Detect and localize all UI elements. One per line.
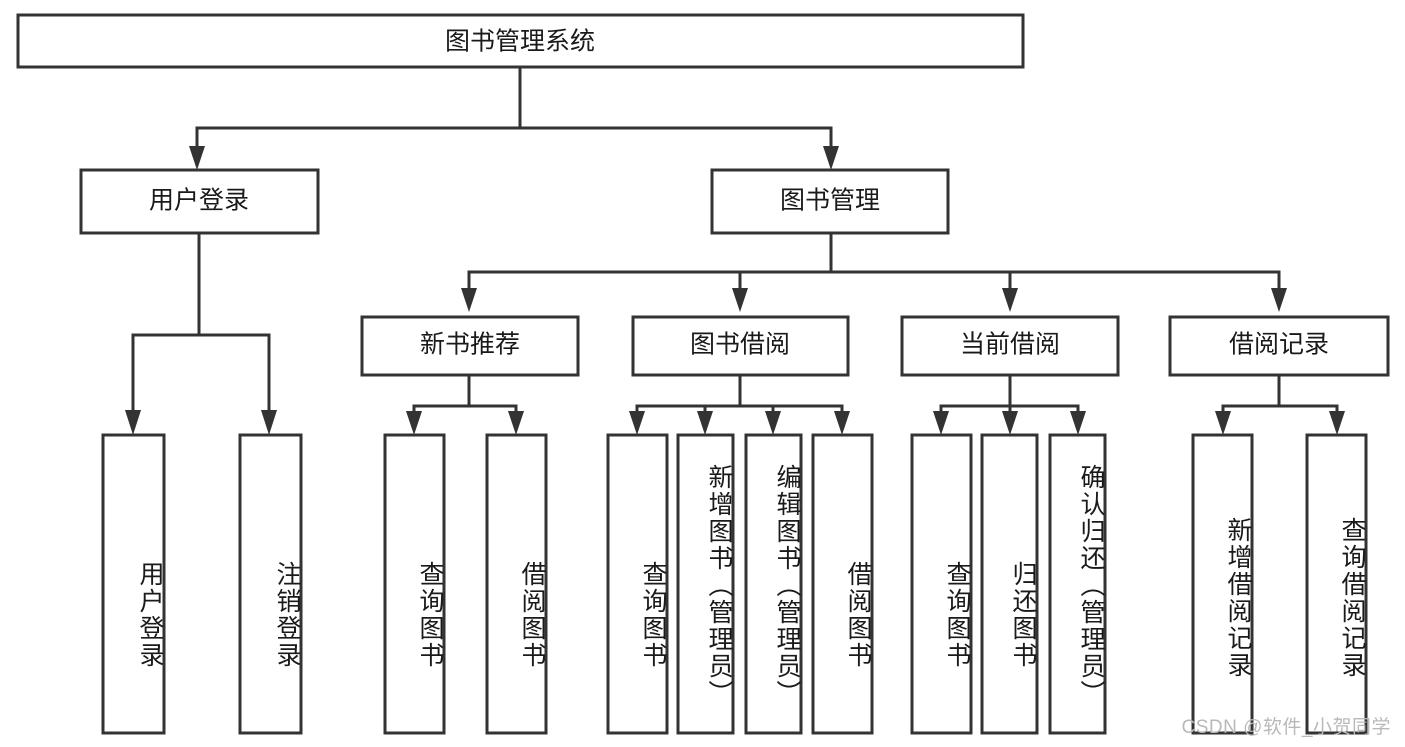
node-book-manage[interactable]: 图书管理 bbox=[710, 168, 950, 235]
node-user-login-label: 用户登录 bbox=[149, 187, 249, 215]
node-leaf-query-book-2-box[interactable] bbox=[606, 433, 669, 735]
node-leaf-borrow-book-1-box[interactable] bbox=[485, 433, 548, 735]
arrow-head-borrow-record bbox=[1271, 288, 1287, 312]
connector-group-new-book-rec-leaves bbox=[406, 373, 524, 435]
arrow-head-leaf-return-book bbox=[1002, 411, 1018, 435]
node-book-borrow[interactable]: 图书借阅 bbox=[631, 315, 850, 377]
node-current-borrow-label: 当前借阅 bbox=[960, 331, 1060, 359]
node-leaf-return-book-box[interactable] bbox=[980, 433, 1039, 735]
node-borrow-record-label: 借阅记录 bbox=[1229, 331, 1329, 359]
node-book-manage-box[interactable] bbox=[710, 168, 950, 235]
node-leaf-borrow-book-2-box[interactable] bbox=[811, 433, 874, 735]
node-root-label: 图书管理系统 bbox=[445, 28, 595, 56]
node-book-manage-label: 图书管理 bbox=[780, 187, 880, 215]
connector-group-borrow-record-leaves bbox=[1215, 373, 1345, 435]
node-leaf-add-record-box[interactable] bbox=[1191, 433, 1254, 735]
node-new-book-rec-box[interactable] bbox=[360, 315, 580, 377]
node-user-login[interactable]: 用户登录 bbox=[79, 168, 320, 235]
node-borrow-record-box[interactable] bbox=[1168, 315, 1390, 377]
node-user-login-box[interactable] bbox=[79, 168, 320, 235]
node-leaf-query-record-box[interactable] bbox=[1305, 433, 1368, 735]
node-leaf-confirm-return-box[interactable] bbox=[1048, 433, 1107, 735]
arrow-head-leaf-add-record bbox=[1215, 411, 1231, 435]
arrow-head-leaf-user-login bbox=[125, 410, 141, 435]
arrow-head-book-manage bbox=[823, 146, 839, 170]
arrow-head-leaf-logout bbox=[261, 410, 277, 435]
node-leaf-query-book-3-box[interactable] bbox=[910, 433, 973, 735]
arrow-head-leaf-query-book-2 bbox=[629, 411, 645, 435]
arrow-head-leaf-borrow-book-2 bbox=[834, 411, 850, 435]
connector-group-user-login-leaves bbox=[125, 231, 277, 435]
arrow-head-leaf-query-book-3 bbox=[933, 411, 949, 435]
node-root-box[interactable] bbox=[16, 13, 1025, 69]
arrow-head-user-login bbox=[189, 146, 205, 170]
connector-group-book-borrow-leaves bbox=[629, 373, 850, 435]
node-leaf-logout-box[interactable] bbox=[238, 433, 303, 735]
connector-group-current-borrow-leaves bbox=[933, 373, 1086, 435]
arrow-head-leaf-query-book-1 bbox=[406, 411, 422, 435]
arrow-head-leaf-add-book bbox=[697, 411, 713, 435]
arrow-head-leaf-query-record bbox=[1329, 411, 1345, 435]
watermark-text: CSDN @软件_小贺同学 bbox=[1181, 717, 1391, 738]
node-root[interactable]: 图书管理系统 bbox=[16, 13, 1025, 69]
arrow-head-current-borrow bbox=[1002, 288, 1018, 312]
node-new-book-rec[interactable]: 新书推荐 bbox=[360, 315, 580, 377]
node-book-borrow-box[interactable] bbox=[631, 315, 850, 377]
node-leaf-user-login-box[interactable] bbox=[101, 433, 166, 735]
node-leaf-edit-book-box[interactable] bbox=[744, 433, 803, 735]
arrow-head-leaf-confirm-return bbox=[1070, 411, 1086, 435]
node-new-book-rec-label: 新书推荐 bbox=[420, 331, 520, 359]
node-borrow-record[interactable]: 借阅记录 bbox=[1168, 315, 1390, 377]
node-book-borrow-label: 图书借阅 bbox=[690, 331, 790, 359]
arrow-head-leaf-edit-book bbox=[765, 411, 781, 435]
connector-group-book-manage bbox=[461, 231, 1287, 312]
arrow-head-new-book-rec bbox=[461, 288, 477, 312]
node-leaf-add-book-box[interactable] bbox=[676, 433, 735, 735]
node-leaf-query-book-1-box[interactable] bbox=[383, 433, 446, 735]
arrow-head-leaf-borrow-book-1 bbox=[508, 411, 524, 435]
connector-group-root bbox=[189, 65, 839, 170]
arrow-head-book-borrow bbox=[732, 288, 748, 312]
node-current-borrow[interactable]: 当前借阅 bbox=[900, 315, 1120, 377]
node-current-borrow-box[interactable] bbox=[900, 315, 1120, 377]
